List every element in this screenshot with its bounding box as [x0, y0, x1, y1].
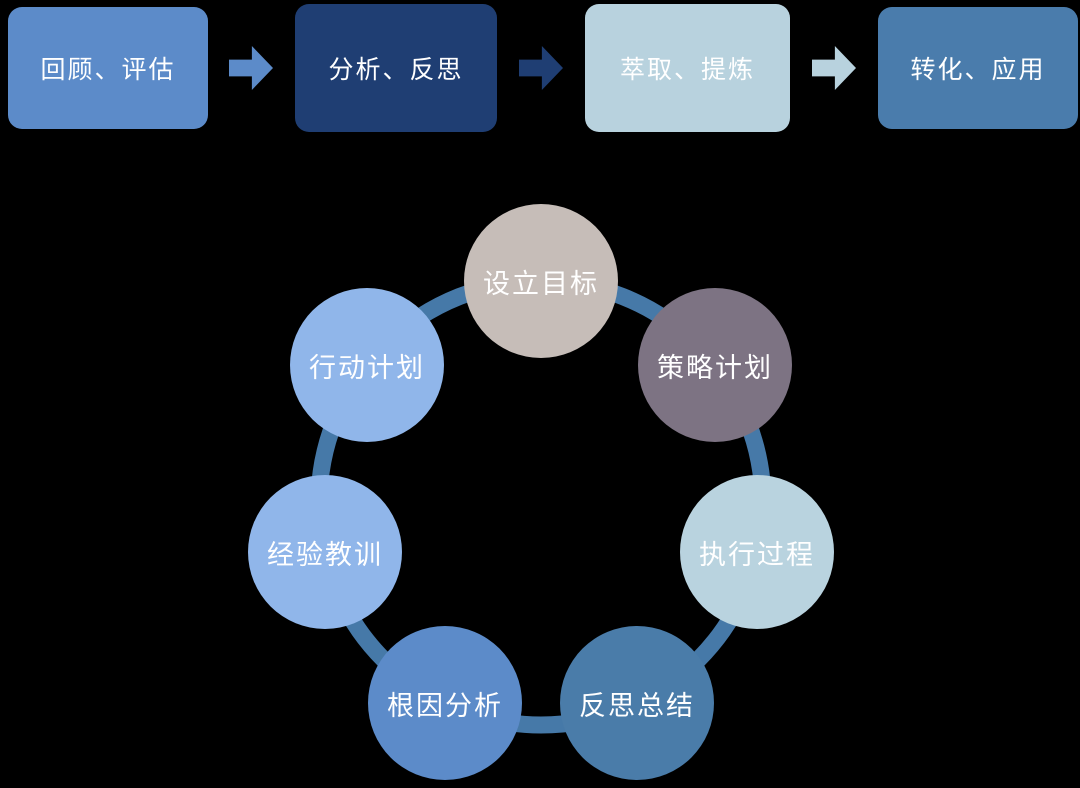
flow-step-transform-apply: 转化、应用 [878, 7, 1078, 129]
flow-step-label: 转化、应用 [910, 56, 1046, 84]
flow-step-label: 分析、反思 [328, 56, 464, 84]
cycle-node-execution-process: 执行过程 [680, 475, 834, 629]
cycle-node-label: 策略计划 [657, 352, 773, 383]
cycle-node-label: 行动计划 [309, 352, 425, 383]
cycle-node-set-goals: 设立目标 [464, 204, 618, 358]
cycle-node-root-cause-analysis: 根因分析 [368, 626, 522, 780]
flow-step-label: 回顾、评估 [40, 56, 176, 84]
cycle-node-reflect-summarize: 反思总结 [560, 626, 714, 780]
cycle-node-label: 执行过程 [699, 539, 815, 570]
cycle-node-label: 根因分析 [387, 690, 503, 721]
flow-step-extract-refine: 萃取、提炼 [585, 4, 790, 132]
cycle-node-label: 反思总结 [579, 690, 695, 721]
cycle-node-label: 经验教训 [267, 539, 383, 570]
cycle-node-lessons-learned: 经验教训 [248, 475, 402, 629]
flow-step-review-evaluate: 回顾、评估 [8, 7, 208, 129]
flow-step-label: 萃取、提炼 [619, 56, 755, 84]
cycle-node-label: 设立目标 [483, 268, 599, 299]
cycle-node-strategy-plan: 策略计划 [638, 288, 792, 442]
flow-step-analyze-reflect: 分析、反思 [295, 4, 497, 132]
cycle-node-action-plan: 行动计划 [290, 288, 444, 442]
